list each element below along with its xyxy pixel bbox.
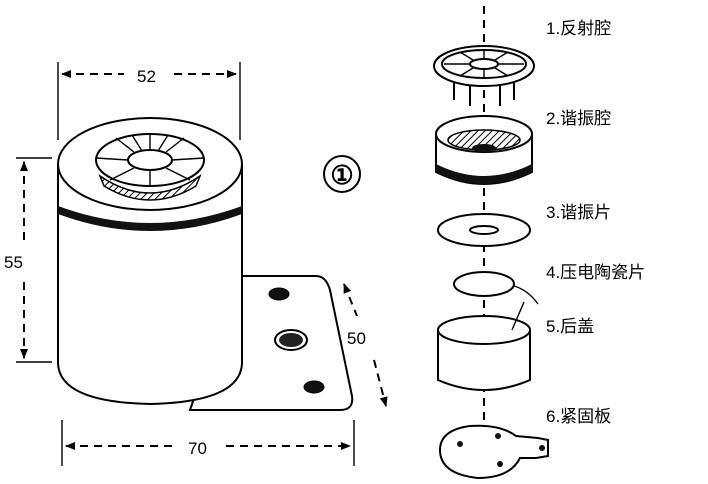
part-resonant-plate — [437, 213, 531, 247]
assembled-buzzer: 52 55 50 70 — [4, 62, 388, 466]
label-back-cover: 5.后盖 — [546, 317, 594, 336]
dimension-label-50: 50 — [347, 329, 366, 348]
label-resonant-cavity: 2.谐振腔 — [546, 109, 611, 128]
dimension-label-55: 55 — [4, 253, 23, 272]
label-reflector-cavity: 1.反射腔 — [546, 19, 611, 38]
part-piezo-ceramic — [453, 271, 539, 305]
dimension-label-70: 70 — [188, 439, 207, 458]
dimension-top-width: 52 — [57, 62, 241, 140]
part-resonant-cavity — [435, 115, 533, 185]
label-fastening-plate: 6.紧固板 — [546, 407, 611, 426]
dimension-base-width: 70 — [61, 420, 355, 466]
label-piezo-ceramic: 4.压电陶瓷片 — [546, 263, 645, 282]
label-resonant-plate: 3.谐振片 — [546, 203, 611, 222]
part-reflector — [433, 45, 535, 106]
part-fastening-plate — [438, 424, 549, 480]
dimension-height: 55 — [4, 157, 52, 363]
figure-number: ① — [323, 155, 361, 193]
black-band — [58, 206, 242, 231]
part-back-cover — [437, 301, 531, 391]
plate-hole-bottom — [303, 380, 325, 394]
dimension-plate-depth: 50 — [343, 283, 388, 407]
reflector-top-view — [95, 133, 205, 201]
figure-number-label: ① — [330, 161, 353, 191]
exploded-view: 1.反射腔 2.谐振腔 3.谐振片 4.压电陶瓷片 5.后盖 6.紧固板 — [433, 6, 645, 480]
plate-hole-top — [268, 287, 290, 301]
dimension-label-52: 52 — [137, 67, 156, 86]
